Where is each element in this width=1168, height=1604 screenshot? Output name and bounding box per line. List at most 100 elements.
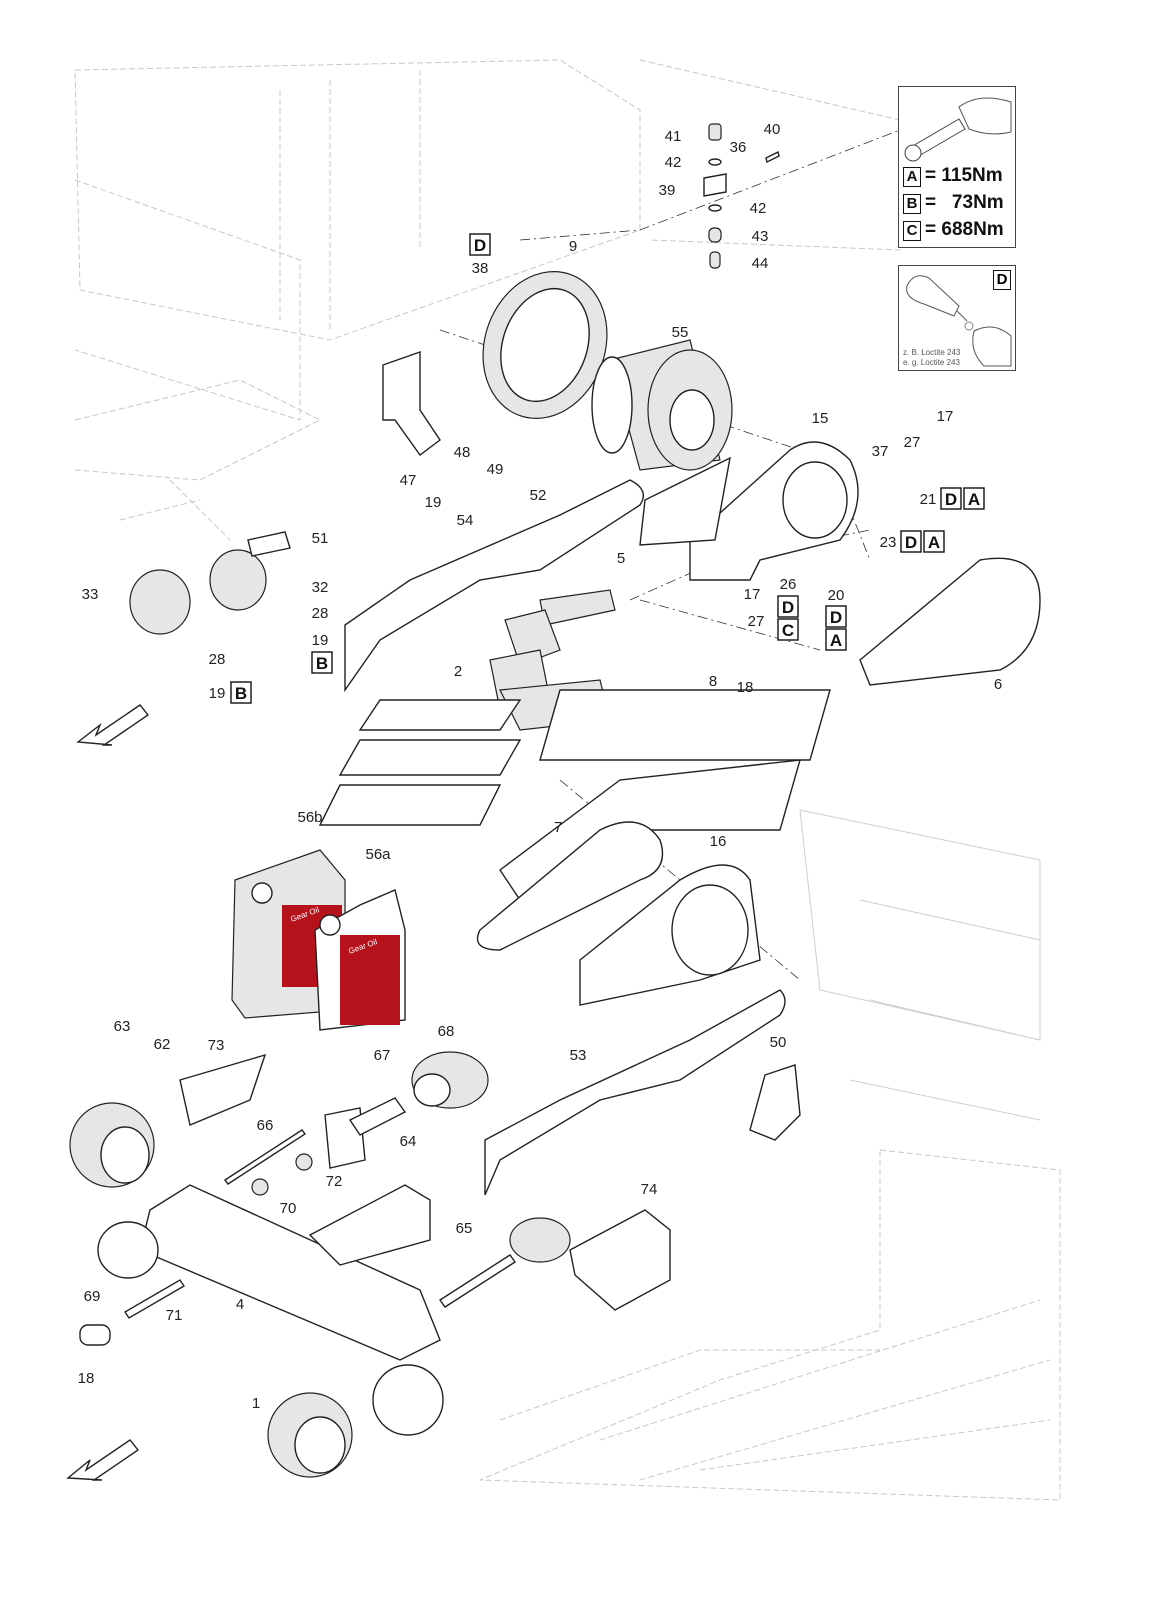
callout-16: 16 xyxy=(710,833,727,850)
torque-row-b: B= 73Nm xyxy=(903,192,1004,214)
callout-21: 21 xyxy=(920,491,937,508)
background-frame xyxy=(74,59,1061,1501)
wrench-hand-icon xyxy=(904,97,1012,162)
spec-key-d: D xyxy=(993,270,1011,290)
callout-36: 36 xyxy=(730,139,747,156)
gearbox-55 xyxy=(591,339,733,471)
direction-arrow xyxy=(66,1439,140,1481)
callout-63: 63 xyxy=(114,1018,131,1035)
spec-box-a xyxy=(825,628,847,651)
callout-2: 2 xyxy=(454,663,462,680)
callout-65: 65 xyxy=(456,1220,473,1237)
callout-5: 5 xyxy=(617,550,625,567)
callout-4: 4 xyxy=(236,1296,244,1313)
callout-67: 67 xyxy=(374,1047,391,1064)
sprocket-9 xyxy=(482,270,608,420)
callout-56a: 56a xyxy=(365,846,391,863)
spec-box-d xyxy=(900,530,922,553)
callout-53: 53 xyxy=(570,1047,587,1064)
spec-box-label: A xyxy=(830,631,842,650)
parts xyxy=(66,123,1041,1481)
spec-box-label: D xyxy=(830,608,842,627)
torque-row-c: C= 688Nm xyxy=(903,219,1004,241)
callout-69: 69 xyxy=(84,1288,101,1305)
spec-box-a xyxy=(963,487,985,510)
gear-oil-container-56a xyxy=(314,889,406,1031)
callout-37: 37 xyxy=(872,443,889,460)
spec-box-label: B xyxy=(235,684,247,703)
callout-54: 54 xyxy=(457,512,474,529)
spec-box-label: D xyxy=(474,236,486,255)
spec-box-d xyxy=(777,595,799,618)
callout-70: 70 xyxy=(280,1200,297,1217)
callout-18: 18 xyxy=(737,679,754,696)
callout-17: 17 xyxy=(937,408,954,425)
torque-row-a: A= 115Nm xyxy=(903,165,1003,187)
callout-50: 50 xyxy=(770,1034,787,1051)
torque-panel: A= 115Nm B= 73Nm C= 688Nm xyxy=(898,86,1016,248)
callout-71: 71 xyxy=(166,1307,183,1324)
callout-9: 9 xyxy=(569,238,577,255)
callout-47: 47 xyxy=(400,472,417,489)
callout-42: 42 xyxy=(665,154,682,171)
callout-49: 49 xyxy=(487,461,504,478)
callout-38: 38 xyxy=(472,260,489,277)
spec-box-label: B xyxy=(316,654,328,673)
spec-box-label: D xyxy=(945,490,957,509)
loctite-text-en: e. g. Loctite 243 xyxy=(903,358,960,367)
callout-28: 28 xyxy=(312,605,329,622)
spec-box-b xyxy=(230,681,252,704)
callout-19: 19 xyxy=(425,494,442,511)
callout-43: 43 xyxy=(752,228,769,245)
callout-68: 68 xyxy=(438,1023,455,1040)
callout-27: 27 xyxy=(904,434,921,451)
callout-74: 74 xyxy=(641,1181,658,1198)
spec-box-label: A xyxy=(928,533,940,552)
callout-52: 52 xyxy=(530,487,547,504)
loctite-text-de: z. B. Loctite 243 xyxy=(903,348,961,357)
callout-17: 17 xyxy=(744,586,761,603)
callout-48: 48 xyxy=(454,444,471,461)
callout-64: 64 xyxy=(400,1133,417,1150)
callout-28: 28 xyxy=(209,651,226,668)
spec-box-c xyxy=(777,618,799,641)
callout-6: 6 xyxy=(994,676,1002,693)
spec-box-b xyxy=(311,651,333,674)
callout-23: 23 xyxy=(880,534,897,551)
callout-42: 42 xyxy=(750,200,767,217)
spec-box-label: A xyxy=(968,490,980,509)
callout-32: 32 xyxy=(312,579,329,596)
oil-label-56a xyxy=(340,935,400,1025)
callout-55: 55 xyxy=(672,324,689,341)
callout-7: 7 xyxy=(554,819,562,836)
spec-box-a xyxy=(923,530,945,553)
spec-box-d xyxy=(825,605,847,628)
callout-56b: 56b xyxy=(297,809,322,826)
adhesive-bottle-icon xyxy=(906,275,1012,367)
spec-box-label: D xyxy=(905,533,917,552)
callout-41: 41 xyxy=(665,128,682,145)
callout-40: 40 xyxy=(764,121,781,138)
spec-box-d xyxy=(469,233,491,256)
callout-8: 8 xyxy=(709,673,717,690)
callout-51: 51 xyxy=(312,530,329,547)
callout-20: 20 xyxy=(828,587,845,604)
spec-box-d xyxy=(940,487,962,510)
spec-box-label: C xyxy=(782,621,794,640)
callout-62: 62 xyxy=(154,1036,171,1053)
callout-18: 18 xyxy=(78,1370,95,1387)
callout-66: 66 xyxy=(257,1117,274,1134)
callout-39: 39 xyxy=(659,182,676,199)
callout-19: 19 xyxy=(209,685,226,702)
callout-26: 26 xyxy=(780,576,797,593)
spec-box-label: D xyxy=(782,598,794,617)
callout-33: 33 xyxy=(82,586,99,603)
callout-1: 1 xyxy=(252,1395,260,1412)
callout-27: 27 xyxy=(748,613,765,630)
loctite-panel: D z. B. Loctite 243 e. g. Loctite 243 xyxy=(898,265,1016,371)
direction-arrow xyxy=(76,704,150,746)
callout-19: 19 xyxy=(312,632,329,649)
